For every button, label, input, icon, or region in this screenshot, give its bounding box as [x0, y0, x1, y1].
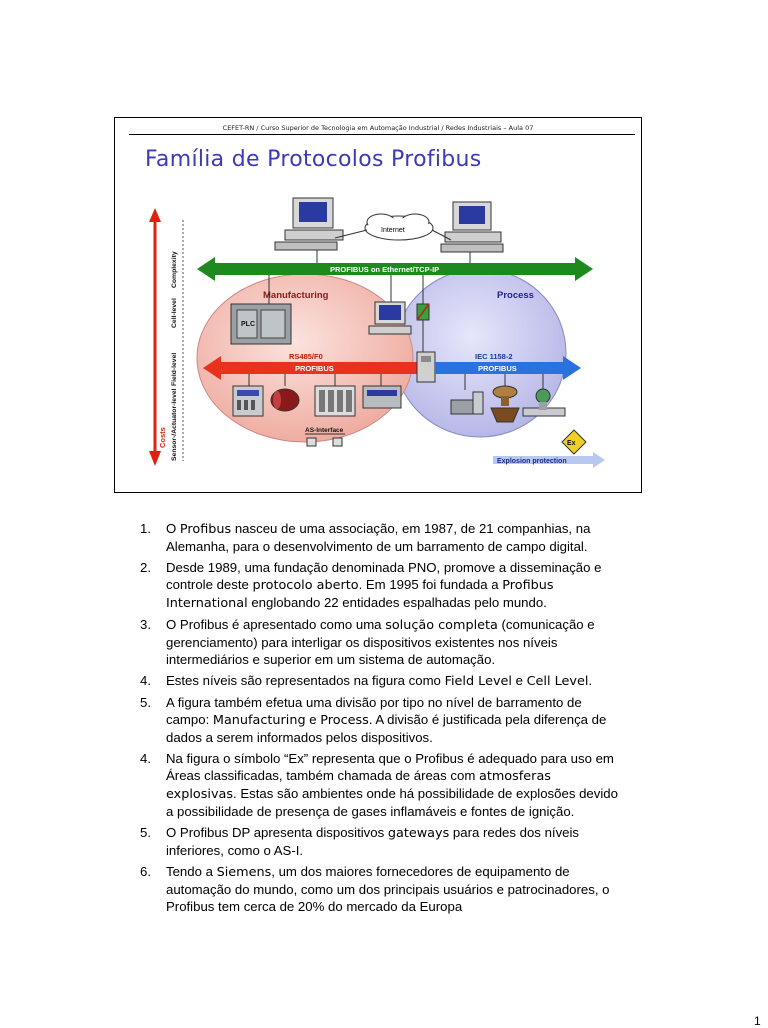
explosion-label: Explosion protection [497, 458, 567, 465]
iec-label: IEC 1158-2 [475, 352, 513, 361]
list-item-text: englobando 22 entidades espalhadas pelo … [247, 595, 547, 610]
list-item-number: 1. [140, 521, 151, 536]
computer-icon [440, 201, 504, 253]
internet-label: Internet [381, 227, 405, 234]
computer-icon [368, 301, 412, 335]
profibus-diagram: Costs Complexity Cell-level Field-level … [149, 197, 605, 468]
emphasis-text: protocolo aberto [252, 578, 359, 593]
list-item-text: nasceu de uma associação, em 1987, de 21… [166, 521, 591, 554]
list-item-text: O [166, 521, 180, 536]
explosion-arrow [493, 452, 605, 468]
level-complexity: Complexity [171, 251, 178, 288]
list-item-text: Tendo a [166, 864, 217, 879]
list-item: 5. O Profibus DP apresenta dispositivos g… [140, 824, 625, 859]
list-item-number: 3. [140, 617, 151, 632]
list-item-text: . Em 1995 foi fundada a [358, 577, 503, 592]
list-item-number: 5. [140, 825, 151, 840]
list-item-number: 5. [140, 695, 151, 710]
valve-icon [450, 391, 484, 415]
list-item-text: (comunicação e gerenciamento) para inter… [166, 617, 595, 667]
list-item-number: 2. [140, 560, 151, 575]
emphasis-text: Cell Level [526, 674, 589, 689]
as-i-sensor-icon [306, 437, 317, 447]
costs-label: Costs [158, 427, 167, 448]
header-rule [129, 134, 635, 135]
list-item-text: A figura também efetua uma divisão por t… [166, 695, 582, 727]
slide-header: CEFET-RN / Curso Superior de Tecnologia … [222, 124, 534, 132]
plc-label: PLC [241, 321, 255, 328]
level-cell: Cell-level [171, 298, 178, 328]
slide-title: Família de Protocolos Profibus [145, 147, 482, 172]
list-item-number: 4. [140, 673, 151, 688]
internet-cloud-icon [364, 213, 434, 241]
list-item: 4. Estes níveis são representados na figu… [140, 672, 625, 690]
list-item-text: . A divisão é justificada pela diferença… [166, 712, 607, 745]
as-i-sensor-icon [332, 437, 343, 447]
plc-icon [230, 303, 292, 345]
ethernet-bus-arrow [197, 257, 593, 281]
emphasis-text: Profibus [179, 522, 232, 537]
computer-icon [274, 197, 344, 251]
gateway-icon [416, 303, 430, 321]
list-item-number: 6. [140, 864, 151, 879]
flowmeter-icon [522, 388, 566, 417]
list-item-text: para redes dos níveis inferiores, como o… [166, 825, 580, 858]
remote-io-icon [314, 385, 356, 417]
rs485-label: RS485/F0 [289, 352, 323, 361]
iec-bus-arrow [435, 356, 581, 380]
controller-icon [362, 385, 402, 409]
rs485-bus-label: PROFIBUS [295, 364, 334, 373]
ex-label: Ex [567, 440, 576, 447]
list-item-text: Estes níveis são representados na figura… [166, 673, 445, 688]
emphasis-text: Profibus International [166, 578, 554, 611]
emphasis-text: Manufacturing [212, 713, 306, 728]
page-number: 1 [754, 1014, 761, 1028]
level-sensor-actuator: Sensor-/Actuator-level [171, 388, 178, 461]
list-item-text: , um dos maiores fornecedores de equipam… [166, 864, 610, 914]
control-valve-icon [490, 385, 520, 423]
process-label: Process [497, 290, 534, 301]
rs485-bus-arrow [203, 356, 417, 380]
io-module-icon [232, 385, 264, 417]
emphasis-text: Process [320, 713, 369, 728]
list-item-text: O Profibus é apresentado como uma [166, 617, 386, 632]
slide-frame: CEFET-RN / Curso Superior de Tecnologia … [114, 117, 642, 493]
coupler-icon [416, 351, 436, 383]
ex-symbol-icon [561, 429, 587, 455]
list-item-number: 4. [140, 751, 151, 766]
ethernet-bus-label: PROFIBUS on Ethernet/TCP-IP [330, 265, 439, 274]
emphasis-text: Siemens [216, 865, 272, 880]
emphasis-text: atmosferas explosivas [166, 769, 551, 802]
manufacturing-label: Manufacturing [263, 290, 329, 301]
list-item: 5. A figura também efetua uma divisão por… [140, 694, 625, 746]
notes-list: 1. O Profibus nasceu de uma associação, e… [140, 520, 625, 919]
list-item-text: e [305, 712, 321, 727]
list-item-text: e [511, 673, 527, 688]
list-item: 2. Desde 1989, uma fundação denominada PN… [140, 559, 625, 612]
level-field: Field-level [171, 353, 178, 386]
list-item-text: . [588, 673, 593, 688]
asi-label: AS-Interface [305, 427, 344, 434]
emphasis-text: gateways [387, 826, 450, 841]
list-item: 3. O Profibus é apresentado como uma solu… [140, 616, 625, 668]
list-item: 6. Tendo a Siemens, um dos maiores fornec… [140, 863, 625, 915]
list-item-text: O Profibus DP apresenta dispositivos [166, 825, 388, 840]
costs-arrow [149, 208, 161, 466]
list-item: 4. Na figura o símbolo “Ex” representa qu… [140, 750, 625, 820]
list-item-text: Desde 1989, uma fundação denominada PNO,… [166, 560, 602, 592]
emphasis-text: solução completa [385, 618, 498, 633]
list-item-text: . Estas são ambientes onde há possibilid… [166, 786, 618, 819]
list-item: 1. O Profibus nasceu de uma associação, e… [140, 520, 625, 555]
iec-bus-label: PROFIBUS [478, 364, 517, 373]
list-item-text: Na figura o símbolo “Ex” representa que … [166, 751, 614, 783]
motor-drive-icon [270, 388, 300, 412]
emphasis-text: Field Level [444, 674, 512, 689]
